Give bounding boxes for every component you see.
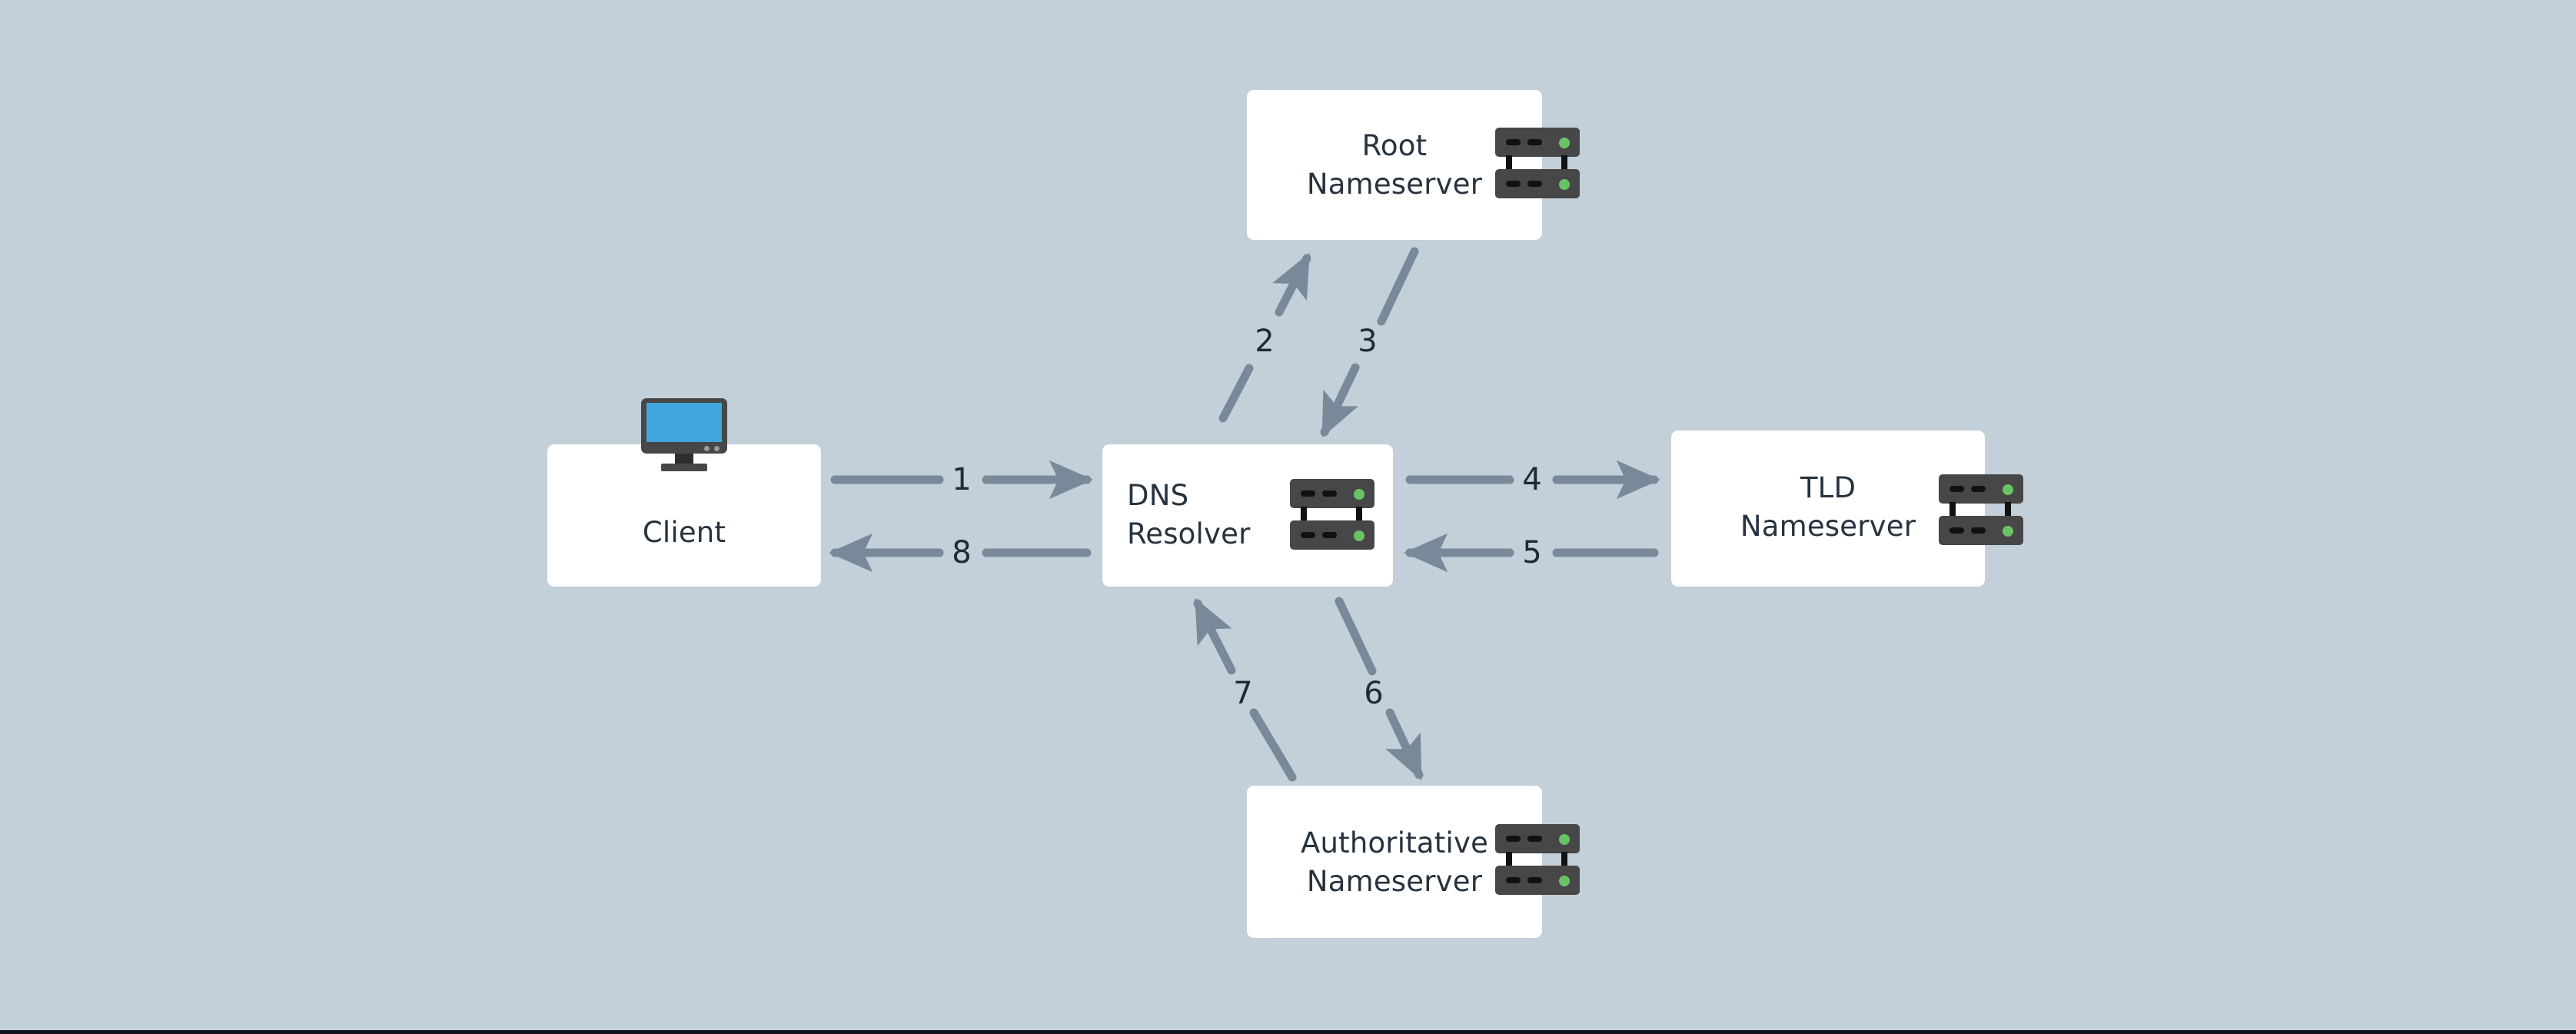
node-root-nameserver[interactable]: Root Nameserver: [1247, 90, 1542, 240]
edge-3-head: [1320, 363, 1360, 438]
server-slot: [1301, 532, 1315, 538]
edge-label-4: 4: [1522, 462, 1542, 497]
server-strut: [1561, 155, 1567, 171]
node-client-label: Client: [642, 516, 726, 549]
monitor-neck: [675, 454, 693, 464]
server-slot: [1949, 486, 1964, 492]
server-icon: [1939, 474, 2023, 545]
monitor-icon: [641, 398, 727, 472]
server-slot: [1949, 527, 1964, 534]
server-slot: [1506, 836, 1521, 842]
server-slot: [1527, 139, 1542, 145]
node-root-nameserver-label: Root Nameserver: [1306, 129, 1483, 201]
server-led: [1559, 179, 1570, 190]
edge-6-tail: [1335, 597, 1377, 676]
server-led: [2003, 526, 2013, 537]
server-bay-bottom: [1495, 866, 1580, 895]
monitor-indicator-dot: [704, 446, 710, 451]
server-bay-top: [1495, 128, 1580, 157]
server-bay-bottom: [1290, 520, 1374, 550]
server-slot: [1301, 490, 1315, 497]
edge-7-tail: [1249, 708, 1297, 782]
server-strut: [2005, 502, 2011, 517]
server-strut: [1506, 852, 1512, 867]
node-client[interactable]: Client: [547, 444, 821, 587]
server-led: [1354, 530, 1364, 541]
server-slot: [1322, 490, 1337, 497]
server-led: [1559, 834, 1570, 845]
server-bay-top: [1290, 479, 1374, 508]
node-authoritative-nameserver[interactable]: Authoritative Nameserver: [1247, 786, 1542, 938]
server-bay-top: [1939, 474, 2023, 504]
server-bay-bottom: [1939, 516, 2023, 545]
edge-label-7: 7: [1233, 676, 1253, 711]
edge-label-8: 8: [952, 535, 972, 570]
server-strut: [1561, 852, 1567, 867]
edge-label-5: 5: [1522, 535, 1542, 570]
edge-7-head: [1193, 597, 1236, 675]
node-dns-resolver[interactable]: DNS Resolver: [1102, 444, 1393, 587]
edge-label-6: 6: [1364, 676, 1384, 711]
server-strut: [1949, 502, 1956, 517]
server-slot: [1506, 877, 1521, 883]
server-slot: [1322, 532, 1337, 538]
edge-label-2: 2: [1255, 324, 1275, 359]
edge-3-tail: [1377, 247, 1419, 326]
server-led: [1559, 876, 1570, 886]
server-strut: [1356, 507, 1362, 522]
server-led: [1559, 138, 1570, 148]
server-slot: [1527, 836, 1542, 842]
server-icon: [1290, 479, 1374, 550]
server-slot: [1971, 527, 1986, 534]
server-strut: [1301, 507, 1307, 522]
server-bay-bottom: [1495, 169, 1580, 198]
server-strut: [1506, 155, 1512, 171]
monitor-indicator-dot: [714, 446, 720, 451]
monitor-screen: [646, 403, 722, 442]
server-icon: [1495, 824, 1580, 895]
node-authoritative-nameserver-label: Authoritative Nameserver: [1300, 826, 1489, 898]
edge-label-3: 3: [1358, 324, 1378, 359]
node-tld-nameserver[interactable]: TLD Nameserver: [1671, 431, 1985, 587]
edge-2-head: [1272, 252, 1311, 317]
server-slot: [1527, 181, 1542, 187]
edge-label-1: 1: [952, 462, 972, 497]
server-led: [1354, 489, 1364, 500]
server-slot: [1527, 877, 1542, 883]
node-tld-nameserver-label: TLD Nameserver: [1740, 471, 1916, 543]
edge-6-head: [1385, 708, 1424, 781]
server-led: [2003, 484, 2013, 495]
server-slot: [1506, 139, 1521, 145]
server-bay-top: [1495, 824, 1580, 853]
edge-2-tail: [1218, 364, 1254, 423]
node-dns-resolver-label: DNS Resolver: [1127, 479, 1251, 550]
server-slot: [1506, 181, 1521, 187]
server-slot: [1971, 486, 1986, 492]
monitor-base: [661, 464, 707, 471]
server-icon: [1495, 128, 1580, 198]
